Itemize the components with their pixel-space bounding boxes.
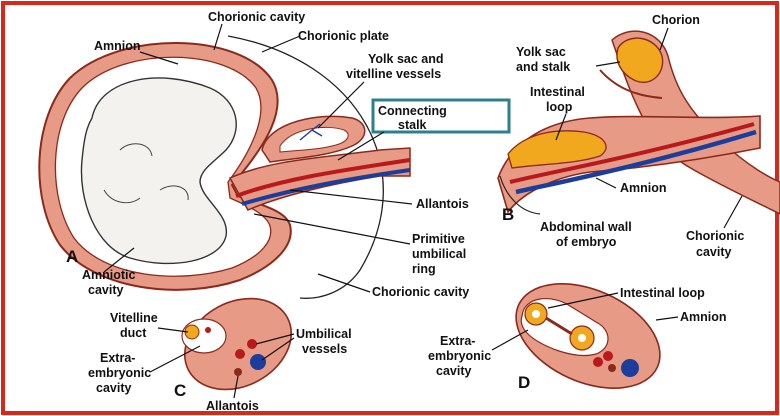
panel-c: Vitelline duct Extra- embryonic cavity U… [88,281,352,413]
label-yolk-b-2: and stalk [516,60,570,74]
letter-a: A [66,247,78,266]
vitelline-vessel-c [205,327,211,333]
label-amnion-a: Amnion [94,39,141,53]
label-chorionic-b-1: Chorionic [686,229,744,243]
leader-chorionic-plate [262,36,300,52]
label-chorionic-plate: Chorionic plate [298,29,389,43]
leader-yolk-b [596,62,620,66]
label-vitelline-2: duct [120,326,147,340]
umbilical-vein-d [621,359,639,377]
label-extra-c-2: embryonic [88,366,151,380]
umbilical-vein-c [250,354,266,370]
label-primitive-2: umbilical [412,247,466,261]
leader-chorionic-cavity-bottom [318,274,370,292]
letter-b: B [502,205,514,224]
label-yolk-b-1: Yolk sac [516,45,566,59]
label-chorionic-cavity-top: Chorionic cavity [208,10,305,24]
label-intestinal-2: loop [546,100,573,114]
label-umbilical-2: vessels [302,342,347,356]
label-extra-d-3: cavity [436,364,471,378]
label-allantois-a: Allantois [416,197,469,211]
label-yolk-sac-2: vitelline vessels [346,67,441,81]
umbilical-artery-c-1 [235,349,245,359]
label-amnion-b: Amnion [620,181,667,195]
label-extra-c-3: cavity [96,381,131,395]
panel-b: Chorion Yolk sac and stalk Intestinal lo… [498,13,780,259]
label-chorionic-cavity-bottom: Chorionic cavity [372,285,469,299]
allantois-c [234,368,242,376]
yolk-sac-b [617,38,663,82]
label-chorionic-b-2: cavity [696,245,731,259]
label-extra-d-1: Extra- [440,334,475,348]
leader-allantois-a [290,190,412,204]
leader-amnion-b [596,178,616,188]
label-intestinal-1: Intestinal [530,85,585,99]
label-connecting-1: Connecting [378,104,447,118]
leader-chorionic-b [724,196,742,228]
panel-d: Intestinal loop Amnion Extra- embryonic … [428,263,727,409]
intestinal-lumen-d-1 [532,310,540,318]
label-connecting-2: stalk [398,118,427,132]
letter-d: D [518,373,530,392]
intestinal-lumen-d-2 [578,334,586,342]
label-intestinal-loop-d: Intestinal loop [620,286,705,300]
letter-c: C [174,381,186,400]
label-abdominal-1: Abdominal wall [540,220,632,234]
label-vitelline-1: Vitelline [110,311,158,325]
label-primitive-1: Primitive [412,232,465,246]
label-yolk-sac-1: Yolk sac and [368,52,444,66]
umbilical-artery-d-1 [593,357,603,367]
label-umbilical-1: Umbilical [296,327,352,341]
label-abdominal-2: of embryo [556,235,617,249]
label-extra-c-1: Extra- [100,351,135,365]
label-primitive-3: ring [412,262,436,276]
label-amniotic-1: Amniotic [82,268,136,282]
label-chorion: Chorion [652,13,700,27]
leader-chorionic-cavity [214,24,222,50]
umbilical-artery-d-2 [603,351,613,361]
label-amniotic-2: cavity [88,283,123,297]
panel-a: Chorionic cavity Chorionic plate Amnion … [39,10,509,299]
label-amnion-d: Amnion [680,310,727,324]
allantois-d [608,364,616,372]
umbilical-artery-c-2 [247,339,257,349]
label-allantois-c: Allantois [206,399,259,413]
leader-amnion-d [656,317,678,320]
label-extra-d-2: embryonic [428,349,491,363]
